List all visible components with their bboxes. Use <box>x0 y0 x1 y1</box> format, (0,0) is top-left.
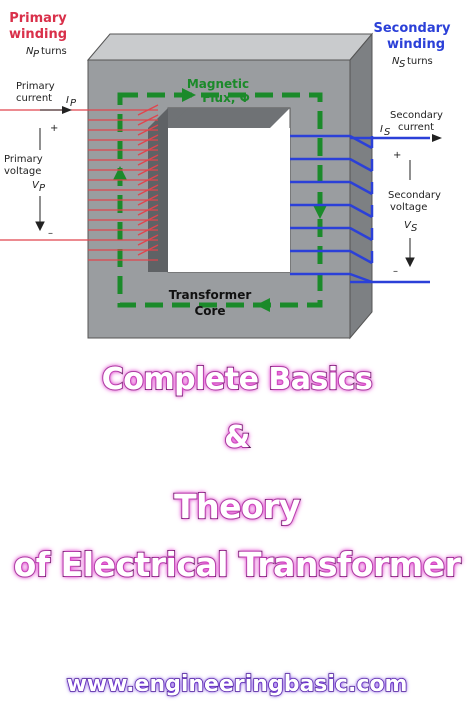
core-window-top <box>168 108 290 128</box>
primary-winding-title-2: winding <box>9 27 67 42</box>
secondary-voltage-label-1: Secondary <box>388 190 441 201</box>
secondary-turns-sub: S <box>399 59 406 70</box>
primary-turns-word: turns <box>41 46 67 57</box>
headline-line-2: & <box>223 419 251 456</box>
transformer-diagram: Primary winding N P turns Primary curren… <box>0 11 451 340</box>
primary-current-label-1: Primary <box>16 81 55 92</box>
primary-voltage-arrow <box>35 128 45 232</box>
core-label-2: Core <box>194 304 225 318</box>
website-url-link[interactable]: www.engineeringbasic.com <box>66 671 408 698</box>
headline-line-1: Complete Basics <box>101 361 374 398</box>
primary-current-sub: P <box>70 98 77 109</box>
primary-voltage-label-2: voltage <box>4 166 41 177</box>
secondary-voltage-arrow <box>405 160 415 268</box>
primary-turns-n: N <box>26 46 34 57</box>
primary-winding <box>0 104 159 261</box>
secondary-minus: – <box>393 266 398 277</box>
core-window <box>168 128 290 272</box>
secondary-winding-title-2: winding <box>387 37 445 52</box>
magnetic-flux-label-1: Magnetic <box>187 77 249 91</box>
secondary-voltage-label-2: voltage <box>390 202 427 213</box>
magnetic-flux-label-2: Flux, Φ <box>202 91 250 105</box>
flux-arrow-bottom <box>256 298 270 312</box>
primary-current-label-2: current <box>16 93 52 104</box>
core-right-face <box>349 32 373 340</box>
secondary-voltage-symbol: V <box>404 220 412 231</box>
primary-current-arrow <box>62 106 72 114</box>
headline-line-3: Theory <box>173 486 301 527</box>
secondary-current-sub: S <box>384 127 391 138</box>
secondary-current-symbol: I <box>380 124 383 135</box>
secondary-current-arrow <box>432 134 442 142</box>
primary-turns-sub: P <box>33 49 40 60</box>
flux-arrow-left <box>113 166 127 180</box>
secondary-winding <box>290 134 430 284</box>
core-top-face <box>86 33 374 61</box>
primary-voltage-label-1: Primary <box>4 154 43 165</box>
core-label-1: Transformer <box>169 288 252 302</box>
primary-plus: + <box>50 123 58 134</box>
headline-line-4: of Electrical Transformer <box>13 544 462 585</box>
magnetic-flux-path <box>117 92 323 308</box>
primary-current-symbol: I <box>66 95 69 106</box>
primary-winding-title-1: Primary <box>9 11 67 26</box>
primary-voltage-symbol: V <box>32 180 40 191</box>
secondary-voltage-sub: S <box>411 223 418 234</box>
secondary-plus: + <box>393 150 401 161</box>
secondary-winding-title-1: Secondary <box>373 21 451 36</box>
secondary-current-label-1: Secondary <box>390 110 443 121</box>
primary-minus: – <box>48 228 53 239</box>
secondary-turns-word: turns <box>407 56 433 67</box>
secondary-current-label-2: current <box>398 122 434 133</box>
flux-arrow-top <box>182 88 196 102</box>
primary-voltage-sub: P <box>39 183 46 194</box>
flux-arrow-right <box>313 205 327 219</box>
secondary-turns-n: N <box>392 56 400 67</box>
